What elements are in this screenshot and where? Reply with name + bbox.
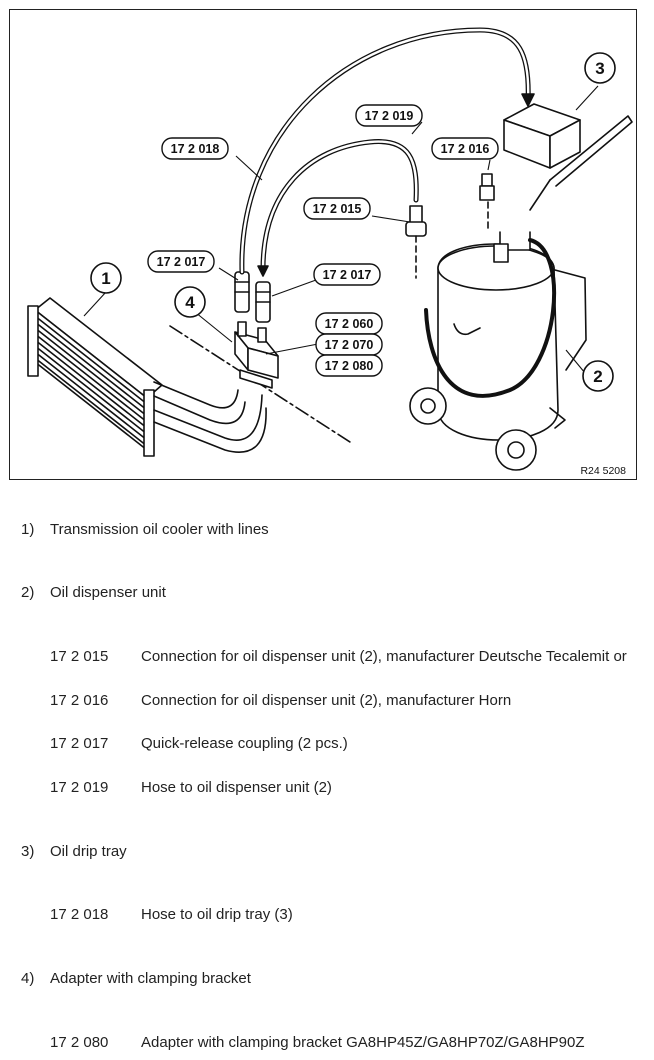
part-description: Connection for oil dispenser unit (2), m… (141, 692, 512, 709)
legend-number: 1) (21, 521, 35, 538)
svg-text:1: 1 (101, 269, 110, 288)
callout-4: 4 (174, 286, 206, 318)
oil-dispenser-drawing (409, 115, 633, 471)
part-description: Adapter with clamping bracket GA8HP45Z/G… (141, 1034, 585, 1051)
label-172017b-pill (313, 263, 381, 286)
label-172080: 17 2 080 (325, 359, 374, 373)
connection-172016-drawing (479, 173, 495, 229)
label-172019-pill (355, 104, 423, 127)
part-number: 17 2 015 (50, 648, 109, 665)
part-number: 17 2 016 (50, 692, 109, 709)
label-172070: 17 2 070 (325, 338, 374, 352)
legend-text: Adapter with clamping bracket (50, 970, 251, 987)
part-description: Hose to oil dispenser unit (2) (141, 779, 332, 796)
label-172018-pill (161, 137, 229, 160)
adapter-drawing (234, 321, 279, 389)
part-number: 17 2 080 (50, 1034, 109, 1051)
legend-text: Transmission oil cooler with lines (50, 521, 269, 538)
oil-cooler-drawing (27, 297, 267, 457)
hose-to-drip-tray-inner (240, 28, 530, 274)
connection-172015-drawing (405, 205, 427, 279)
part-description: Hose to oil drip tray (3) (141, 906, 293, 923)
arrow-to-drip-tray (521, 93, 535, 107)
drip-tray-drawing (503, 103, 581, 169)
label-172015-pill (303, 197, 371, 220)
part-number: 17 2 017 (50, 735, 109, 752)
callout-1: 1 (90, 262, 122, 294)
label-172060: 17 2 060 (325, 317, 374, 331)
label-172016-pill (431, 137, 499, 160)
callout-2: 2 (582, 360, 614, 392)
part-description: Connection for oil dispenser unit (2), m… (141, 648, 627, 665)
part-number: 17 2 018 (50, 906, 109, 923)
quick-coupling-left-drawing (234, 271, 250, 313)
label-172017a: 17 2 017 (157, 255, 206, 269)
legend-number: 4) (21, 970, 35, 987)
part-number: 17 2 019 (50, 779, 109, 796)
label-172016: 17 2 016 (441, 142, 490, 156)
legend-number: 3) (21, 843, 35, 860)
technical-diagram: 1 2 3 4 17 2 018 17 2 019 17 2 016 17 2 … (9, 9, 637, 480)
callout-3: 3 (584, 52, 616, 84)
label-172017b: 17 2 017 (323, 268, 372, 282)
svg-text:4: 4 (185, 293, 195, 312)
label-172080-pill (315, 354, 383, 377)
svg-text:2: 2 (593, 367, 602, 386)
quick-coupling-right-drawing (255, 281, 271, 323)
label-172017a-pill (147, 250, 215, 273)
label-172018: 17 2 018 (171, 142, 220, 156)
figure-reference: R24 5208 (580, 465, 626, 477)
legend-text: Oil drip tray (50, 843, 127, 860)
label-172019: 17 2 019 (365, 109, 414, 123)
hose-to-dispenser-inner (261, 140, 418, 274)
legend-number: 2) (21, 584, 35, 601)
legend-text: Oil dispenser unit (50, 584, 166, 601)
part-description: Quick-release coupling (2 pcs.) (141, 735, 348, 752)
svg-text:3: 3 (595, 59, 604, 78)
label-172015: 17 2 015 (313, 202, 362, 216)
